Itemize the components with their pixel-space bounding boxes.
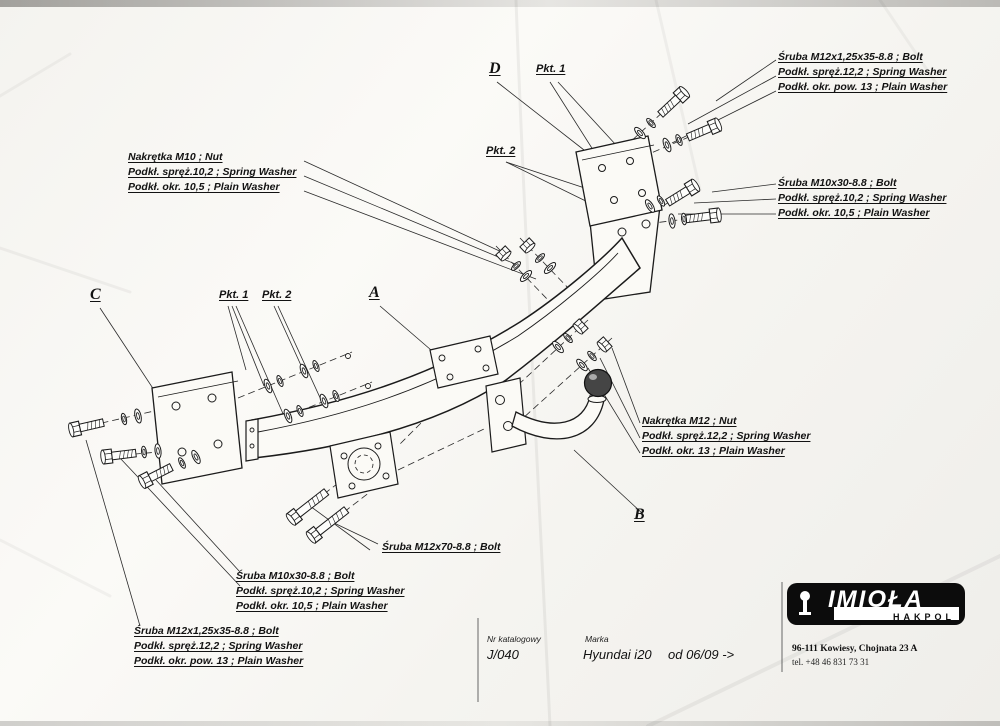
callout-line: Podkł. okr. 10,5 ; Plain Washer bbox=[236, 600, 388, 612]
tow-ball-neck bbox=[511, 368, 613, 440]
beam-stud bbox=[365, 383, 371, 389]
callout-line: Śruba M10x30-8.8 ; Bolt bbox=[236, 570, 355, 582]
manufacturer-phone: tel. +48 46 831 73 31 bbox=[792, 657, 870, 667]
callout-line: Podkł. okr. 10,5 ; Plain Washer bbox=[128, 181, 280, 193]
callout-line: Podkł. okr. pow. 13 ; Plain Washer bbox=[134, 655, 304, 667]
callout-line: Podkł. spręż.12,2 ; Spring Washer bbox=[134, 640, 303, 652]
hex-bolt-m10 bbox=[663, 177, 702, 210]
spring-washer bbox=[585, 349, 599, 363]
part-label-a: A bbox=[369, 284, 380, 301]
flange-plate bbox=[329, 431, 399, 499]
spring-washer bbox=[311, 359, 321, 373]
callout-line: Podkł. spręż.10,2 ; Spring Washer bbox=[128, 166, 297, 178]
part-label-d: D bbox=[489, 60, 501, 77]
callout-line: Podkł. spręż.12,2 ; Spring Washer bbox=[778, 66, 947, 78]
hex-bolt-m10 bbox=[99, 445, 138, 465]
point-label-pkt2-left: Pkt. 2 bbox=[262, 289, 292, 301]
plain-washer bbox=[542, 260, 558, 276]
callout-line: Śruba M12x1,25x35-8.8 ; Bolt bbox=[778, 51, 923, 63]
part-label-c: C bbox=[90, 286, 101, 303]
bracket-d bbox=[575, 135, 663, 227]
callout-line: Podkł. okr. 13 ; Plain Washer bbox=[642, 445, 785, 457]
catalog-number-value: J/040 bbox=[487, 647, 519, 662]
plain-washer bbox=[518, 268, 534, 284]
callout-line: Podkł. spręż.10,2 ; Spring Washer bbox=[236, 585, 405, 597]
leader-lines bbox=[85, 59, 777, 627]
callout-nut-m12: Nakrętka M12 ; Nut Podkł. spręż.12,2 ; S… bbox=[642, 414, 810, 459]
part-label-b: B bbox=[634, 506, 645, 523]
plain-washer bbox=[667, 212, 677, 230]
hex-nut-m12 bbox=[595, 336, 613, 354]
towball-logo-icon bbox=[798, 591, 812, 617]
logo-division-text: HAKPOL bbox=[893, 612, 955, 622]
callout-line: Nakrętka M10 ; Nut bbox=[128, 151, 223, 163]
callout-bolt-m10-bottom: Śruba M10x30-8.8 ; Bolt Podkł. spręż.10,… bbox=[236, 569, 404, 614]
logo-division-strip: HAKPOL bbox=[834, 607, 959, 622]
spring-washer bbox=[275, 374, 285, 388]
plain-washer bbox=[574, 357, 590, 373]
callout-line: Śruba M12x1,25x35-8.8 ; Bolt bbox=[134, 625, 279, 637]
brand-label: Marka bbox=[585, 634, 609, 644]
callout-bolt-m12-top: Śruba M12x1,25x35-8.8 ; Bolt Podkł. sprę… bbox=[778, 50, 947, 95]
hex-bolt-m12x70 bbox=[304, 503, 352, 545]
callout-bolt-m12-bottom: Śruba M12x1,25x35-8.8 ; Bolt Podkł. sprę… bbox=[134, 624, 303, 669]
hex-bolt-m10 bbox=[684, 207, 723, 227]
crossmember-beam bbox=[245, 236, 641, 462]
spring-washer bbox=[140, 445, 148, 459]
hex-bolt-m12 bbox=[684, 116, 724, 145]
ball-mount-plate bbox=[485, 377, 527, 453]
point-label-pkt1-left: Pkt. 1 bbox=[219, 289, 249, 301]
beam-end-cap bbox=[245, 418, 259, 462]
callout-line: Podkł. okr. pow. 13 ; Plain Washer bbox=[778, 81, 948, 93]
callout-line: Podkł. spręż.12,2 ; Spring Washer bbox=[642, 430, 811, 442]
callout-nut-m10: Nakrętka M10 ; Nut Podkł. spręż.10,2 ; S… bbox=[128, 150, 296, 195]
scan-edge-bottom bbox=[0, 721, 1000, 726]
plain-washer bbox=[660, 136, 674, 154]
brand-value: Hyundai i20 bbox=[583, 647, 652, 662]
spring-washer bbox=[561, 331, 575, 345]
spring-washer bbox=[331, 389, 341, 403]
spring-washer bbox=[674, 133, 684, 147]
plain-washer bbox=[262, 377, 274, 395]
callout-bolt-m12x70: Śruba M12x70-8.8 ; Bolt bbox=[382, 540, 500, 555]
hex-bolt-m12 bbox=[66, 415, 106, 438]
plain-washer bbox=[132, 407, 144, 425]
manufacturer-address: 96-111 Kowiesy, Chojnata 23 A bbox=[792, 644, 918, 654]
ball-mount-platform bbox=[429, 335, 499, 389]
tow-ball bbox=[583, 368, 613, 398]
beam-stud bbox=[345, 353, 351, 359]
callout-line: Śruba M10x30-8.8 ; Bolt bbox=[778, 177, 897, 189]
callout-line: Nakrętka M12 ; Nut bbox=[642, 415, 737, 427]
hex-bolt-m12 bbox=[655, 84, 692, 121]
hex-bolt-m12x70 bbox=[284, 485, 332, 527]
spring-washer bbox=[644, 116, 658, 130]
spring-washer bbox=[119, 412, 129, 426]
catalog-number-label: Nr katalogowy bbox=[487, 634, 541, 644]
callout-line: Podkł. okr. 10,5 ; Plain Washer bbox=[778, 207, 930, 219]
point-label-pkt2-top: Pkt. 2 bbox=[486, 145, 516, 157]
callout-line: Śruba M12x70-8.8 ; Bolt bbox=[382, 541, 501, 553]
manufacturer-logo: IMIOŁA HAKPOL bbox=[788, 584, 964, 624]
scan-edge-top bbox=[0, 0, 1000, 7]
callout-bolt-m10-right: Śruba M10x30-8.8 ; Bolt Podkł. spręż.10,… bbox=[778, 176, 946, 221]
callout-line: Podkł. spręż.10,2 ; Spring Washer bbox=[778, 192, 947, 204]
model-years: od 06/09 -> bbox=[668, 647, 735, 662]
footer-rule-lines bbox=[477, 582, 783, 702]
point-label-pkt1-top: Pkt. 1 bbox=[536, 63, 566, 75]
